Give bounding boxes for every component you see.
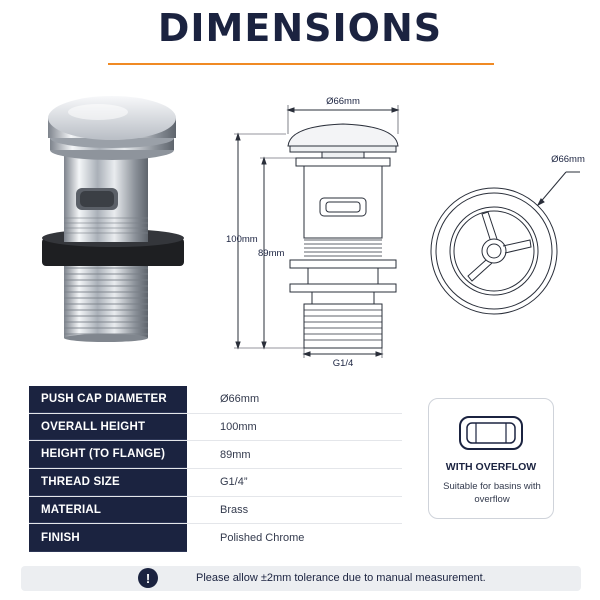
tolerance-notice: ! Please allow ±2mm tolerance due to man… [21,566,581,591]
overflow-slot-icon [459,416,523,450]
spec-row: FINISH Polished Chrome [29,524,402,553]
page-title: DIMENSIONS [157,6,443,50]
technical-drawing: Ø66mm 100mm 89mm G1/4 Ø66mm [226,96,585,369]
spec-value: 89mm [220,448,251,461]
thread-label: G1/4 [333,358,354,369]
spec-row: THREAD SIZE G1/4” [29,469,402,497]
spec-value: Polished Chrome [220,532,305,545]
spec-label: THREAD SIZE [29,469,187,496]
flange-height-label: 89mm [258,248,284,259]
overall-height-label: 100mm [226,234,258,245]
spec-value: G1/4” [220,476,248,489]
spec-row: PUSH CAP DIAMETER Ø66mm [29,386,402,414]
spec-value: 100mm [220,421,257,434]
title-underline [108,63,494,65]
exclamation-icon: ! [138,568,158,588]
card-description: Suitable for basins with overflow [443,481,541,505]
spec-value: Brass [220,504,249,517]
spec-label: PUSH CAP DIAMETER [29,386,187,413]
side-diameter-label: Ø66mm [551,154,585,165]
notice-text: Please allow ±2mm tolerance due to manua… [196,572,486,584]
spec-label: FINISH [29,524,187,553]
overflow-feature-card: WITH OVERFLOW Suitable for basins with o… [428,398,554,519]
specs-table: PUSH CAP DIAMETER Ø66mm OVERALL HEIGHT 1… [29,386,402,553]
spec-label: HEIGHT (TO FLANGE) [29,441,187,469]
spec-row: OVERALL HEIGHT 100mm [29,413,402,442]
spec-row: HEIGHT (TO FLANGE) 89mm [29,441,402,470]
spec-row: MATERIAL Brass [29,496,402,525]
spec-label: MATERIAL [29,496,187,524]
spec-value: Ø66mm [220,393,260,406]
spec-label: OVERALL HEIGHT [29,413,187,441]
card-title: WITH OVERFLOW [445,461,537,473]
product-image [42,96,184,342]
top-diameter-label: Ø66mm [326,96,360,107]
